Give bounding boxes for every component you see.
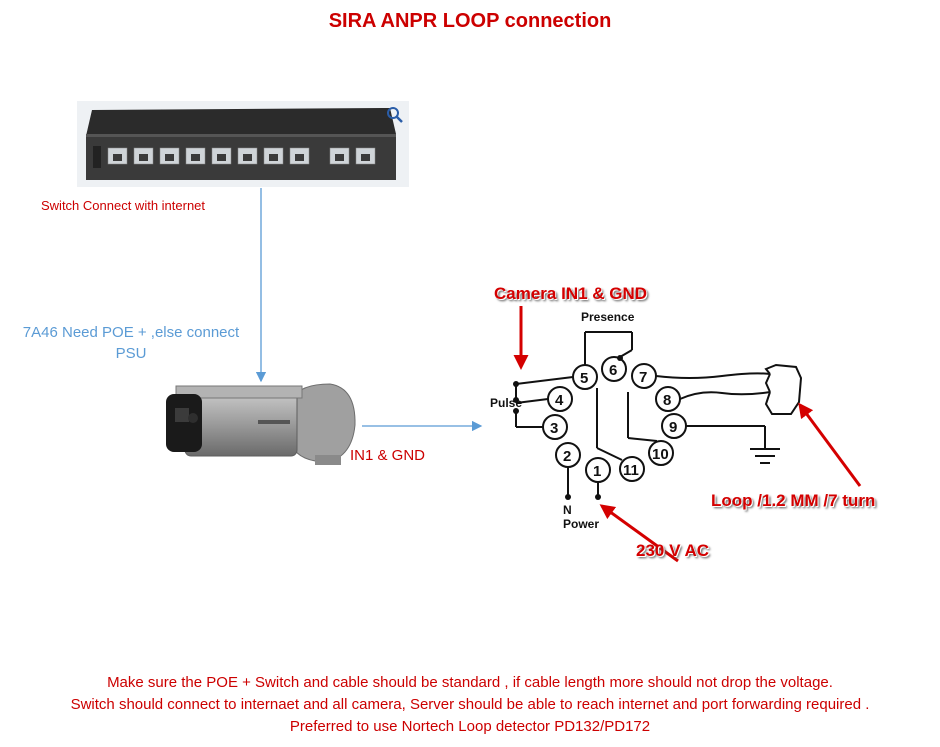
camera-in1-gnd-callout: Camera IN1 & GND: [494, 284, 648, 303]
magnifier-icon[interactable]: [387, 107, 403, 123]
loop-detector-schematic: [515, 331, 803, 496]
in1-gnd-label: IN1 & GND: [350, 447, 426, 464]
terminal-9: 9: [669, 419, 677, 436]
power-label: Power: [563, 517, 599, 531]
footer-line-2: Switch should connect to internaet and a…: [70, 696, 870, 713]
loop-callout-arrow: [798, 402, 862, 487]
terminal-1: 1: [593, 463, 601, 480]
bullet-camera-image: [166, 383, 356, 465]
terminal-numbers: 5 6 7 4 3 8 9 2 1 11 10: [550, 362, 677, 480]
terminal-4: 4: [555, 392, 564, 409]
switch-caption: Switch Connect with internet: [41, 198, 206, 213]
presence-label: Presence: [581, 310, 635, 324]
footer-line-3: Preferred to use Nortech Loop detector P…: [289, 718, 651, 735]
terminal-6: 6: [609, 362, 617, 379]
poe-note: 7A46 Need POE + ,else connect PSU: [0, 322, 262, 364]
footer-notes: Make sure the POE + Switch and cable sho…: [0, 672, 940, 738]
terminal-2: 2: [563, 448, 571, 465]
footer-line-1: Make sure the POE + Switch and cable sho…: [107, 674, 833, 691]
network-switch-image: [77, 101, 409, 187]
pulse-label: Pulse: [490, 396, 522, 410]
poe-note-line2: PSU: [115, 345, 147, 362]
terminal-dots: [513, 355, 623, 500]
terminal-8: 8: [663, 392, 671, 409]
terminal-7: 7: [639, 369, 647, 386]
poe-note-line1: 7A46 Need POE + ,else connect: [22, 324, 240, 341]
terminal-5: 5: [580, 370, 588, 387]
loop-spec-callout: Loop /1.2 MM /7 turn: [711, 491, 876, 510]
terminal-11: 11: [623, 462, 639, 479]
terminal-10: 10: [652, 446, 669, 463]
terminal-3: 3: [550, 420, 558, 437]
page-title: SIRA ANPR LOOP connection: [328, 10, 612, 32]
power-callout: 230 V AC: [636, 541, 710, 560]
power-callout-arrow: [599, 504, 679, 563]
n-label: N: [563, 503, 572, 517]
